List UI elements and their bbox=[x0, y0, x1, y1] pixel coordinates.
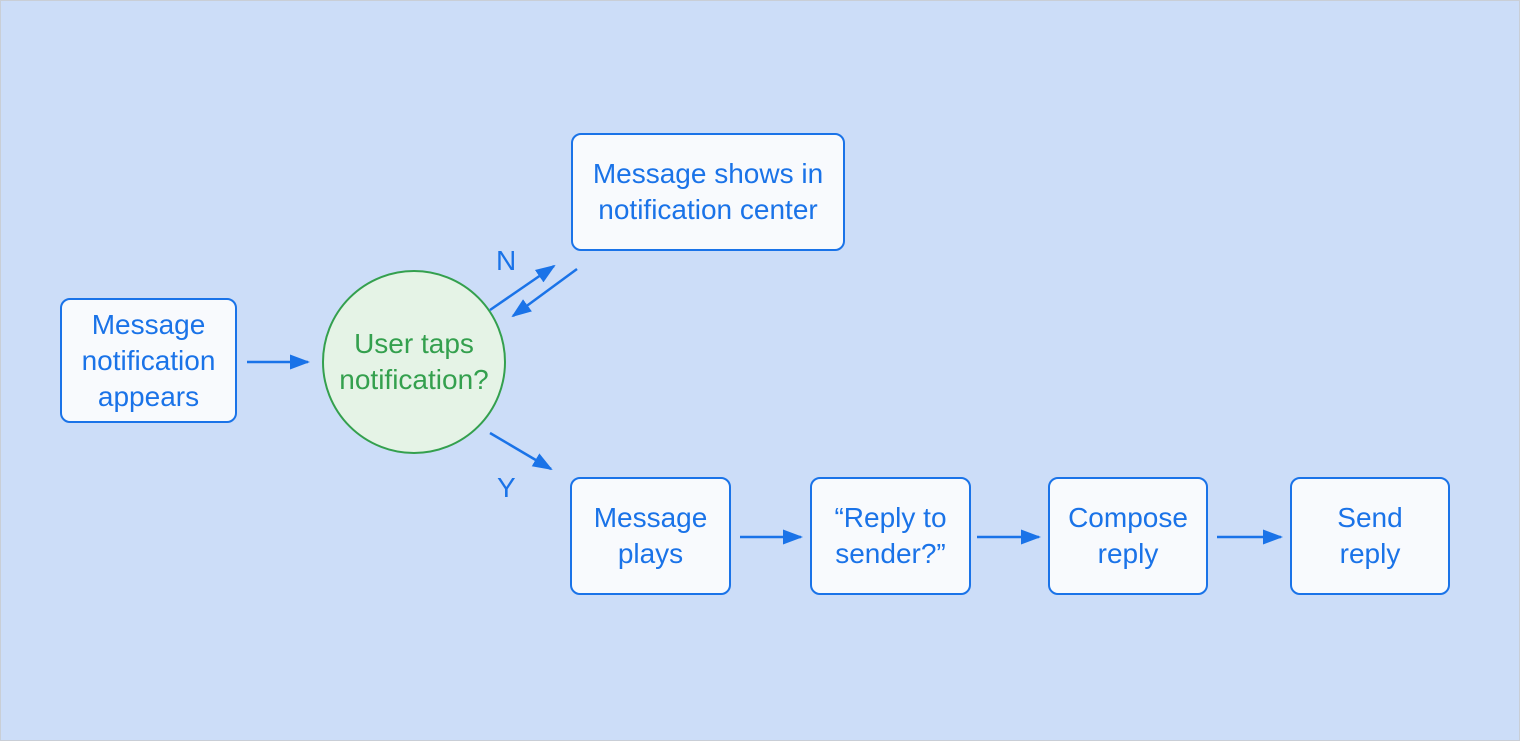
node-label: “Reply to sender?” bbox=[834, 502, 947, 569]
node-message-notification-appears: Message notification appears bbox=[60, 298, 237, 423]
node-message-shows-in-notification-center: Message shows in notification center bbox=[571, 133, 845, 251]
node-label: Message shows in notification center bbox=[592, 158, 824, 225]
node-message-plays: Message plays bbox=[570, 477, 731, 595]
edge-decision-to-message-plays bbox=[489, 431, 553, 471]
edge-notification-center-to-decision bbox=[511, 267, 578, 318]
decision-label: User taps notification? bbox=[339, 328, 489, 395]
node-reply-to-sender: “Reply to sender?” bbox=[810, 477, 971, 595]
node-label: Compose reply bbox=[1068, 502, 1188, 569]
decision-user-taps-notification: User taps notification? bbox=[322, 270, 506, 454]
node-compose-reply: Compose reply bbox=[1048, 477, 1208, 595]
node-label: Send reply bbox=[1337, 502, 1403, 569]
node-label: Message plays bbox=[593, 502, 708, 569]
node-send-reply: Send reply bbox=[1290, 477, 1450, 595]
node-label: Message notification appears bbox=[81, 308, 216, 412]
edge-decision-to-notification-center bbox=[489, 264, 556, 312]
branch-label-yes: Y bbox=[497, 472, 516, 503]
branch-label-no: N bbox=[496, 245, 517, 276]
